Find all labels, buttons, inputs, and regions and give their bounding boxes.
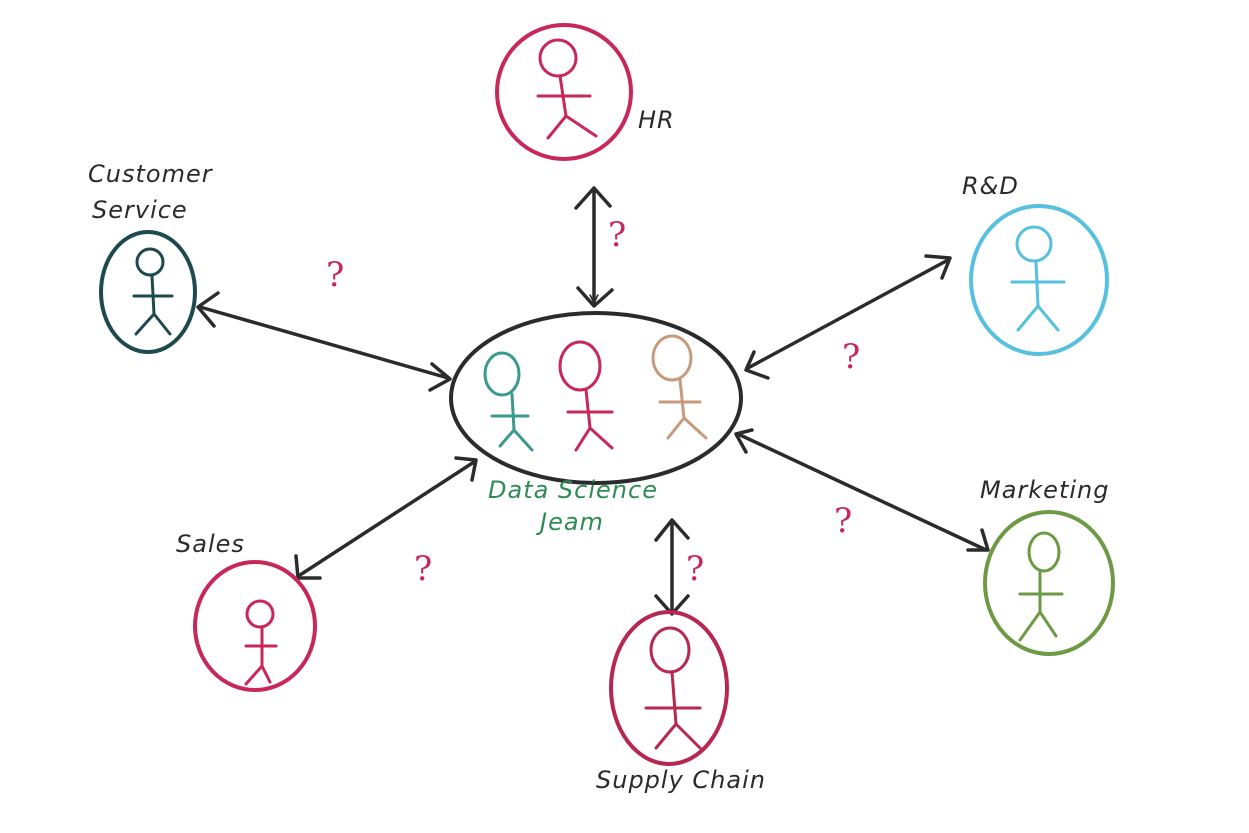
rnd-label: R&D bbox=[962, 172, 1019, 200]
customer-service-label-line2: Service bbox=[92, 196, 188, 224]
arrowhead-marketing-left bbox=[734, 428, 754, 454]
question-mark-supply-chain: ? bbox=[686, 549, 705, 589]
sales-node bbox=[193, 560, 317, 692]
arrowhead-rnd-left bbox=[744, 350, 770, 380]
data-science-team-label-line1: Data Science bbox=[488, 476, 658, 504]
sales-label: Sales bbox=[176, 530, 245, 558]
arrowhead-sales-left bbox=[294, 554, 322, 580]
data-science-team-ellipse bbox=[449, 311, 743, 485]
arrowhead-customer-left bbox=[196, 291, 220, 328]
question-mark-marketing: ? bbox=[834, 501, 853, 541]
connection-arrows bbox=[198, 188, 986, 612]
customer-service-label-line1: Customer bbox=[88, 160, 213, 188]
arrow-rnd bbox=[746, 258, 950, 370]
arrowhead-sales-right bbox=[454, 456, 478, 482]
marketing-label: Marketing bbox=[980, 476, 1110, 504]
arrowhead-rnd-right bbox=[924, 254, 952, 280]
team-member-1-icon bbox=[483, 351, 534, 452]
rnd-node bbox=[969, 204, 1109, 356]
arrow-customer-service bbox=[198, 305, 450, 380]
customer-service-node bbox=[99, 230, 197, 354]
team-member-3-icon bbox=[651, 334, 708, 440]
hr-label: HR bbox=[638, 106, 675, 134]
question-mark-rnd: ? bbox=[842, 337, 861, 377]
supply-chain-label: Supply Chain bbox=[596, 766, 766, 794]
data-science-team-label-line2: Jeam bbox=[540, 508, 604, 536]
question-mark-customer-service: ? bbox=[326, 255, 345, 295]
arrowhead-hr-top bbox=[574, 186, 612, 210]
hr-node bbox=[495, 23, 633, 161]
arrow-marketing bbox=[736, 432, 986, 551]
arrow-sales bbox=[298, 460, 476, 577]
question-mark-sales: ? bbox=[414, 549, 433, 589]
arrowhead-hr-bottom bbox=[576, 286, 614, 308]
supply-chain-node bbox=[609, 610, 729, 766]
arrowhead-customer-right bbox=[428, 362, 452, 392]
arrowhead-supply-top bbox=[654, 518, 690, 542]
arrowhead-marketing-right bbox=[966, 528, 990, 552]
marketing-node bbox=[983, 510, 1115, 656]
team-member-2-icon bbox=[558, 340, 614, 452]
question-mark-hr: ? bbox=[608, 215, 627, 255]
